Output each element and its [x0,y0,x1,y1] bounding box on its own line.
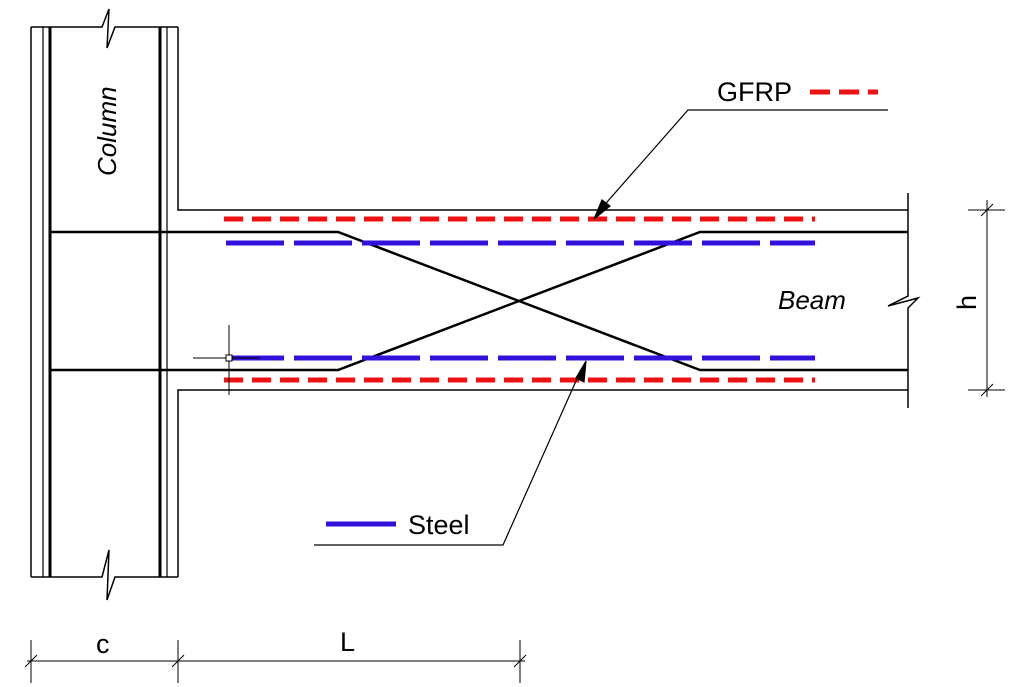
beam-label: Beam [778,285,846,315]
insertion-marker [193,325,260,395]
beam [887,193,921,408]
column-outer-right-face [177,27,908,211]
column [30,8,908,601]
column-label: Column [92,86,122,176]
gfrp-leader [593,109,888,220]
column-outer-right-face-lower [177,389,908,577]
height-dimension-label: h [952,295,982,310]
steel-label: Steel [408,510,470,540]
height-dimension [968,200,1005,397]
column-top-break-line [31,8,178,49]
gfrp-leader-arrowhead [593,199,611,220]
gfrp-label: GFRP [717,77,792,107]
steel-leader-arrowhead [575,360,587,383]
beam-rebar-bottom [50,230,908,372]
beam-rebars [50,230,908,372]
beam-end-break-line [887,193,921,408]
width-dimensions [24,640,527,683]
steel-bars [226,240,815,361]
steel-leader [314,360,587,546]
span-length-label: L [340,627,355,657]
column-rebars [42,27,168,577]
column-width-label: c [96,629,110,659]
column-bottom-break-line [31,549,178,601]
gfrp-bars [224,216,815,383]
